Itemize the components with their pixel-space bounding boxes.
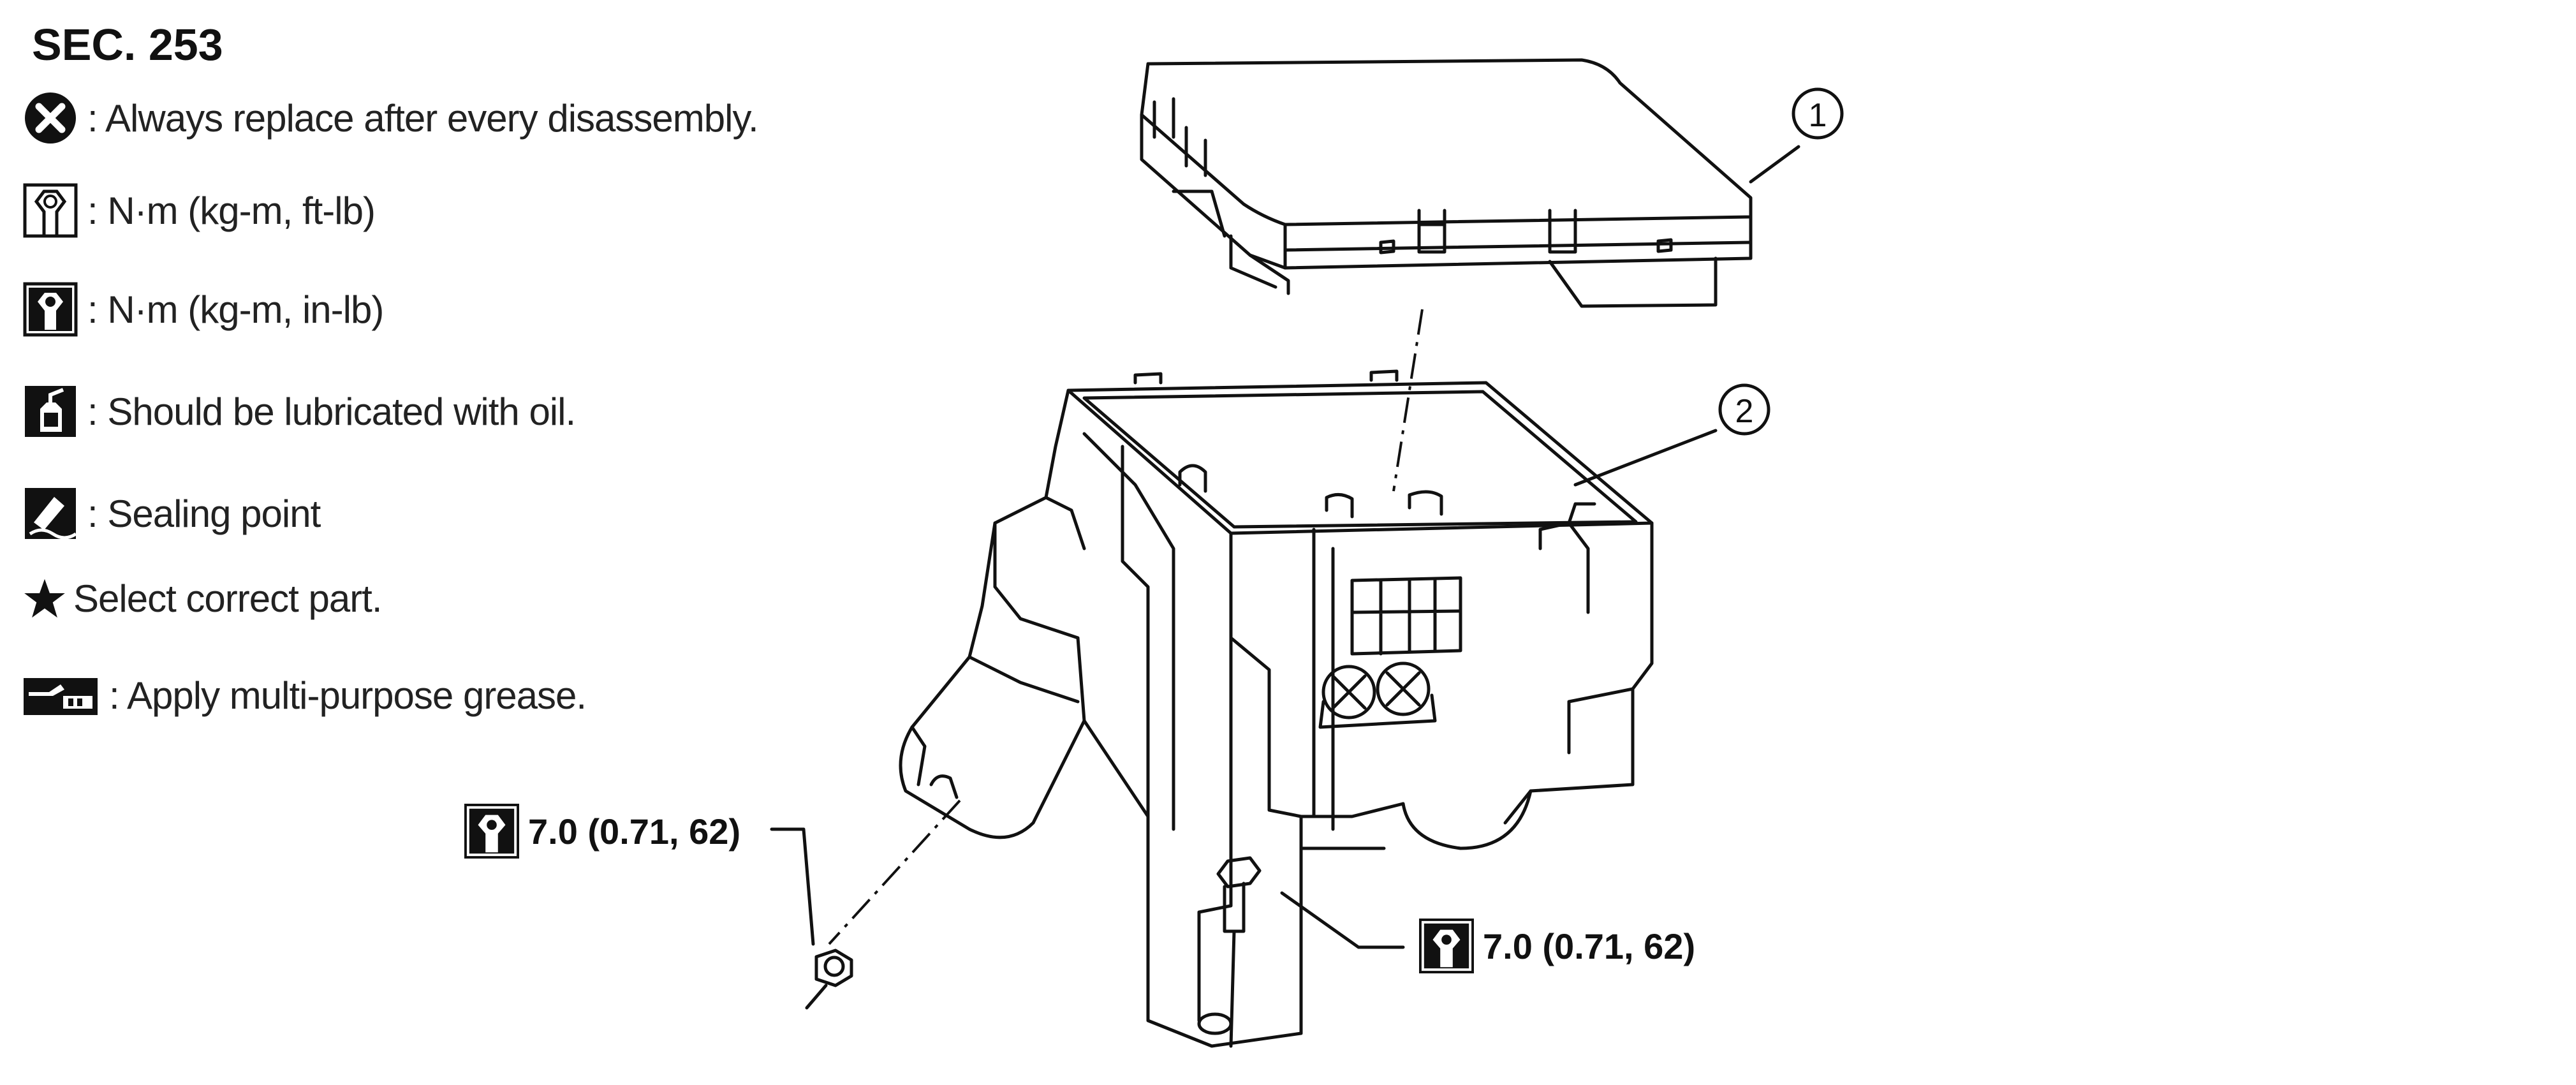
torque-value: 7.0 (0.71, 62) <box>1483 926 1696 966</box>
sealing-point-icon <box>25 488 77 540</box>
callout-2 <box>1718 383 1770 436</box>
legend-text: : Apply multi-purpose grease. <box>109 674 587 717</box>
callout-1 <box>1792 87 1844 140</box>
always-replace-icon <box>25 92 76 144</box>
star-icon <box>24 579 65 618</box>
legend-item-torque-ft-lb: : N·m (kg-m, ft-lb) <box>22 182 376 239</box>
nut-left <box>805 948 853 1010</box>
callout-1-number: 1 <box>1809 97 1827 134</box>
legend-item-oil: : Should be lubricated with oil. <box>22 383 576 440</box>
legend-text: : Sealing point <box>87 492 321 535</box>
legend-item-torque-in-lb: : N·m (kg-m, in-lb) <box>22 281 384 338</box>
legend-item-star: Select correct part. <box>22 570 383 627</box>
callout-2-number: 2 <box>1735 393 1754 430</box>
legend-text: : Always replace after every disassembly… <box>87 96 759 140</box>
legend-text: : Should be lubricated with oil. <box>87 390 576 433</box>
torque-spec-left: 7.0 (0.71, 62) <box>464 804 740 859</box>
torque-value: 7.0 (0.71, 62) <box>528 811 741 852</box>
legend-text: Select correct part. <box>73 577 383 620</box>
grease-icon <box>24 678 98 715</box>
legend-item-sealing: : Sealing point <box>22 485 321 542</box>
torque-wrench-icon <box>464 804 519 859</box>
torque-wrench-icon <box>1419 919 1474 973</box>
torque-spec-right: 7.0 (0.71, 62) <box>1419 919 1695 973</box>
oil-can-icon <box>25 386 76 437</box>
torque-wrench-in-lb-icon <box>23 282 78 337</box>
fuse-block-cover <box>1140 58 1753 308</box>
legend-text: : N·m (kg-m, in-lb) <box>87 288 384 331</box>
torque-wrench-ft-lb-icon <box>23 183 78 238</box>
legend-text: : N·m (kg-m, ft-lb) <box>87 189 376 232</box>
section-title: SEC. 253 <box>32 20 223 70</box>
legend-item-always-replace: : Always replace after every disassembly… <box>22 89 759 147</box>
fuse-block-case <box>899 369 1654 1048</box>
legend-item-grease: : Apply multi-purpose grease. <box>22 667 587 724</box>
